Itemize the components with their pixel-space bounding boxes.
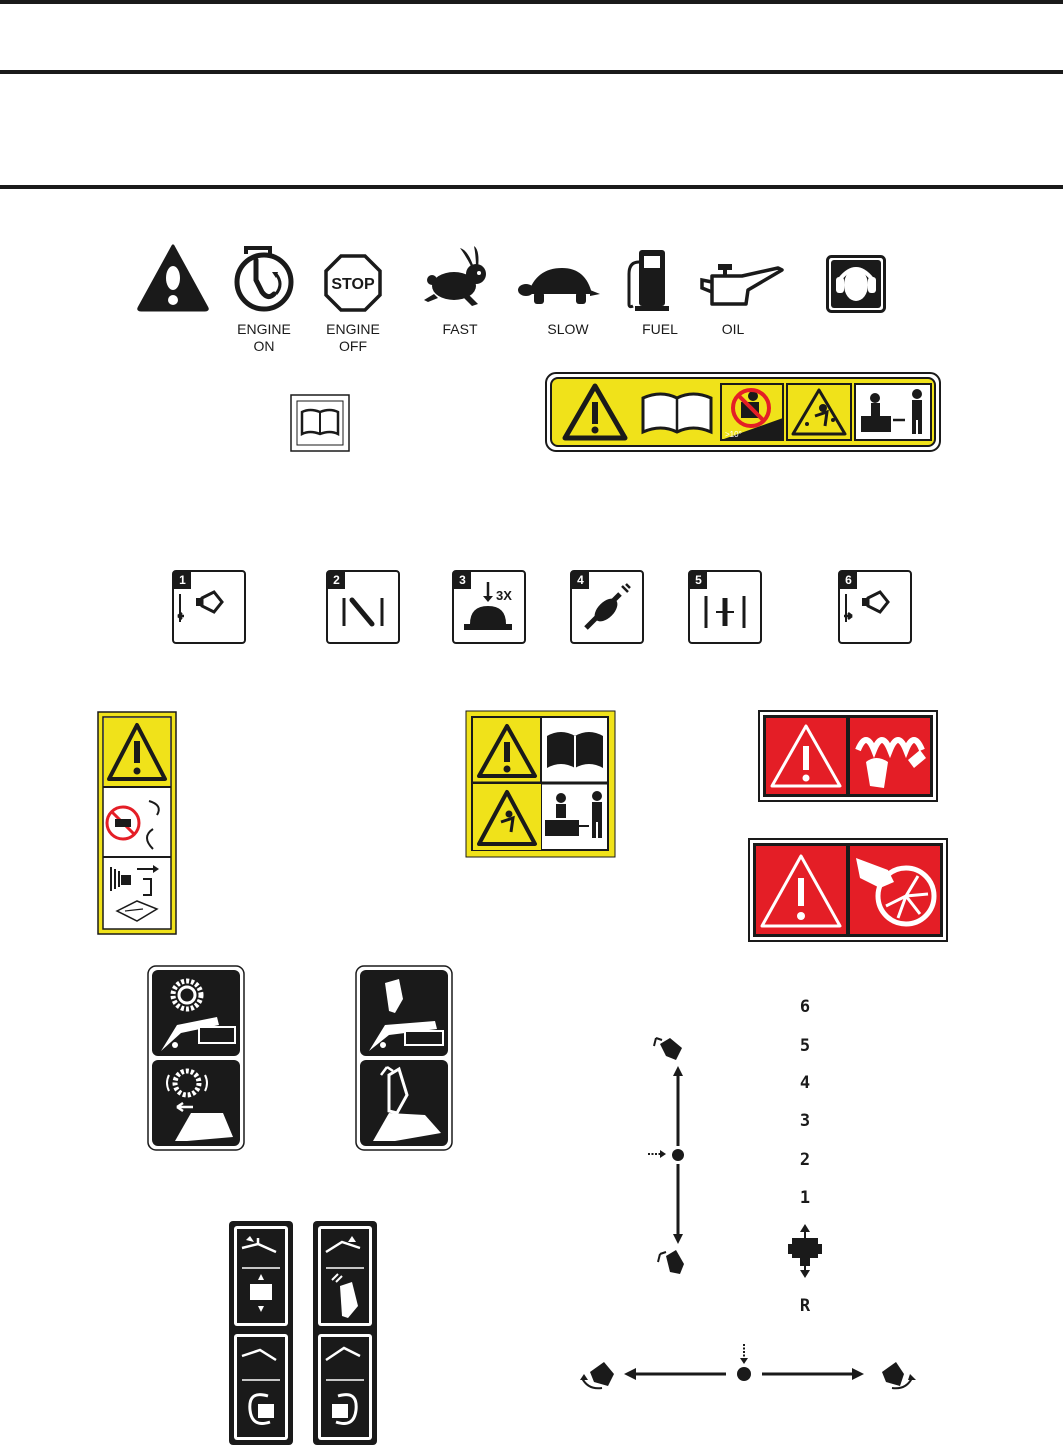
engine-on-label: ENGINE ON xyxy=(224,321,304,355)
turtle-icon xyxy=(518,268,600,304)
red-danger-decal-auger xyxy=(758,710,938,802)
stop-sign-text: STOP xyxy=(331,276,375,293)
header-rule-2 xyxy=(0,185,1063,189)
control-tile-4: 4 xyxy=(570,570,644,644)
square-decal-thrown-objects-icon xyxy=(477,790,537,846)
engine-off-label-line1: ENGINE xyxy=(326,321,380,337)
rabbit-icon xyxy=(424,246,486,306)
speed-label-5: 5 xyxy=(799,1036,811,1056)
control-tile-6: 6 xyxy=(838,570,912,644)
operator-manual-icon xyxy=(290,394,350,452)
primer-3x-icon: 3X xyxy=(464,582,512,630)
ear-protection-icon xyxy=(826,255,886,313)
engine-on-icon xyxy=(234,246,294,312)
deflector-center-dot xyxy=(672,1149,684,1161)
deflector-up-icon xyxy=(660,1038,682,1060)
control-tile-2: 2 xyxy=(326,570,400,644)
oil-label: OIL xyxy=(721,321,745,337)
header-rule-1 xyxy=(0,70,1063,74)
control-number-2: 2 xyxy=(328,572,345,589)
speed-label-r: R xyxy=(799,1296,811,1316)
disconnect-spark-plug-icon xyxy=(110,865,159,922)
speed-label-4: 4 xyxy=(799,1073,811,1093)
chute-rotate-left-small-icon xyxy=(580,1362,614,1390)
engine-off-label: ENGINE OFF xyxy=(313,321,393,355)
control-number-4: 4 xyxy=(572,572,589,589)
keep-bystanders-away-icon xyxy=(854,383,932,441)
yellow-vertical-decal xyxy=(97,711,177,935)
yellow-square-decal xyxy=(465,710,616,858)
engine-on-label-line1: ENGINE xyxy=(237,321,291,337)
decal-manual-icon xyxy=(637,384,717,440)
impeller-hand-contact-icon xyxy=(856,858,937,927)
drive-neutral-icon xyxy=(788,1224,822,1278)
deflector-down-icon xyxy=(666,1250,684,1274)
auger-control-decal xyxy=(147,965,245,1151)
square-decal-warning-icon xyxy=(477,724,537,778)
safety-decal-strip: >10° xyxy=(545,372,941,452)
red-decal-warning-icon xyxy=(770,724,842,788)
control-number-3: 3 xyxy=(454,572,471,589)
slow-label: SLOW xyxy=(547,321,589,337)
chute-deflector-diagram xyxy=(648,1037,684,1274)
joystick-decal-right xyxy=(313,1221,377,1445)
chute-icon xyxy=(385,979,403,1013)
auger-gear-icon xyxy=(170,978,204,1012)
auger-gear-rotating-icon xyxy=(166,1068,208,1098)
rotation-center-dot xyxy=(737,1367,751,1381)
drive-control-decal xyxy=(355,965,453,1151)
chute-rotate-right-icon xyxy=(844,590,890,622)
control-number-1: 1 xyxy=(174,572,191,589)
choke-icon xyxy=(704,596,746,628)
fuel-label: FUEL xyxy=(642,321,678,337)
top-rule xyxy=(0,0,1063,4)
square-decal-manual-icon xyxy=(547,732,603,768)
primer-3x-text: 3X xyxy=(496,588,512,603)
red-danger-decal-impeller xyxy=(748,838,948,942)
red-decal-2-warning-icon xyxy=(760,854,842,928)
thrown-objects-icon xyxy=(786,383,852,441)
chute-rotate-left-icon xyxy=(177,590,224,622)
slope-angle-text: >10° xyxy=(725,430,742,439)
chute-rotate-right-small-icon xyxy=(882,1362,916,1390)
engine-on-label-line2: ON xyxy=(253,338,275,354)
no-hands-rotating-auger-icon xyxy=(105,800,160,850)
decal-warning-triangle-icon xyxy=(562,383,628,441)
speed-label-1: 1 xyxy=(799,1188,811,1208)
control-tile-1: 1 xyxy=(172,570,246,644)
control-number-6: 6 xyxy=(840,572,857,589)
joystick-decal-left xyxy=(229,1221,293,1445)
warning-triangle-icon xyxy=(137,244,209,312)
control-number-5: 5 xyxy=(690,572,707,589)
no-slope-operation-icon: >10° xyxy=(720,383,784,441)
chute-outline-icon xyxy=(387,1066,409,1115)
square-decal-bystanders-icon xyxy=(545,791,602,838)
stop-sign-icon: STOP xyxy=(324,254,382,312)
key-icon xyxy=(584,583,631,630)
control-tile-3: 3 3X xyxy=(452,570,526,644)
speed-label-3: 3 xyxy=(799,1111,811,1131)
fuel-pump-icon xyxy=(627,250,669,311)
yellow-decal-warning-icon xyxy=(107,723,167,781)
auger-entanglement-icon xyxy=(855,737,926,788)
chute-rotation-diagram xyxy=(580,1344,916,1390)
lever-icon xyxy=(342,597,384,627)
engine-off-label-line2: OFF xyxy=(339,338,367,354)
control-tile-5: 5 xyxy=(688,570,762,644)
oil-can-icon xyxy=(700,264,784,306)
speed-label-6: 6 xyxy=(799,997,811,1017)
speed-label-2: 2 xyxy=(799,1150,811,1170)
fast-label: FAST xyxy=(442,321,478,337)
